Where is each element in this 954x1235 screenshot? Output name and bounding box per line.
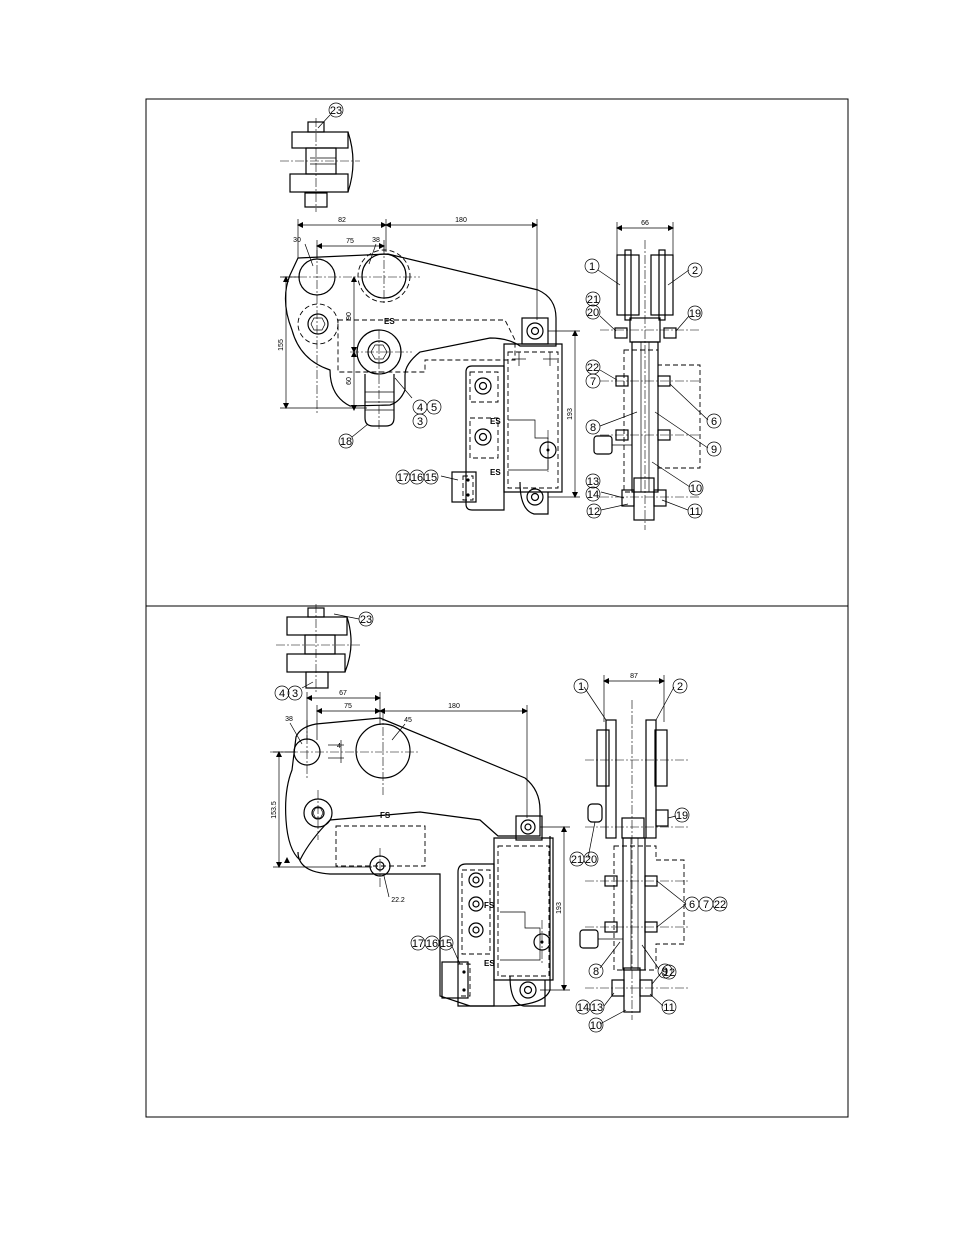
- balloon-4: 4: [279, 688, 285, 700]
- balloon-20: 20: [585, 854, 597, 866]
- dim-38: 38: [285, 716, 293, 723]
- arm-plate-side-view: [270, 712, 551, 1007]
- balloon-4: 4: [417, 402, 423, 414]
- dim-155: 155: [278, 339, 285, 351]
- fs-mark: FS: [484, 901, 495, 910]
- balloon-2: 2: [677, 681, 683, 693]
- balloon-7: 7: [590, 376, 596, 388]
- balloon-8: 8: [590, 422, 596, 434]
- dim-38: 38: [372, 237, 380, 244]
- dim-82: 82: [338, 217, 346, 224]
- balloon-11: 11: [689, 506, 700, 518]
- dim-67: 67: [339, 690, 347, 697]
- panel-2-lower-assembly: 67 75 180 38 45 87 153.5 193 22.2 4 FS F…: [270, 604, 728, 1033]
- balloon-14: 14: [577, 1002, 589, 1014]
- balloon-15: 15: [440, 938, 452, 950]
- balloon-13: 13: [587, 476, 599, 488]
- panel-1-part-balloons: 23 1 2 21 20 19 22 7 6 8 9 10 13 14 12 1…: [317, 102, 722, 519]
- balloon-5: 5: [431, 402, 437, 414]
- balloon-17: 17: [412, 938, 424, 950]
- dim-4: 4: [337, 743, 341, 750]
- balloon-6: 6: [711, 416, 717, 428]
- dim-30: 30: [293, 237, 301, 244]
- es-mark: ES: [490, 417, 501, 426]
- balloon-17: 17: [397, 472, 409, 484]
- balloon-23: 23: [360, 614, 372, 626]
- dim-87: 87: [630, 673, 638, 680]
- balloon-21: 21: [571, 854, 583, 866]
- balloon-16: 16: [411, 472, 423, 484]
- balloon-8: 8: [593, 966, 599, 978]
- balloon-6: 6: [689, 899, 695, 911]
- balloon-9: 9: [662, 966, 668, 978]
- balloon-21: 21: [587, 294, 599, 306]
- dim-193: 193: [567, 408, 574, 420]
- dim-193: 193: [556, 902, 563, 914]
- balloon-22: 22: [587, 362, 599, 374]
- balloon-10: 10: [590, 1020, 602, 1032]
- dim-75: 75: [346, 238, 354, 245]
- balloon-1: 1: [589, 261, 595, 273]
- dim-75: 75: [344, 703, 352, 710]
- balloon-13: 13: [591, 1002, 603, 1014]
- balloon-16: 16: [426, 938, 438, 950]
- balloon-3: 3: [417, 416, 423, 428]
- panel-2-part-balloons: 23 4 3 1 2 19 21 20 6 7 22 8 9 12: [274, 611, 728, 1033]
- mounting-bracket: [441, 863, 495, 1007]
- roller-detail-view: [276, 604, 360, 694]
- dim-45: 45: [404, 717, 412, 724]
- balloon-14: 14: [587, 489, 599, 501]
- balloon-12: 12: [663, 967, 675, 979]
- balloon-10: 10: [690, 483, 702, 495]
- balloon-3: 3: [292, 688, 298, 700]
- balloon-19: 19: [676, 810, 688, 822]
- dim-180: 180: [455, 217, 467, 224]
- balloon-20: 20: [587, 307, 599, 319]
- switch-body: [493, 815, 554, 1007]
- balloon-23: 23: [330, 105, 342, 117]
- dim-180: 180: [448, 703, 460, 710]
- balloon-1: 1: [578, 681, 584, 693]
- panel-1-dimensions: 82 180 75 30 38 66 155 90 60 193: [278, 217, 674, 498]
- mounting-bracket: [451, 365, 505, 511]
- es-mark: ES: [384, 317, 395, 326]
- drawing-frame: [145, 98, 849, 1118]
- front-view-assembly: [593, 240, 701, 530]
- balloon-7: 7: [703, 899, 709, 911]
- balloon-19: 19: [689, 308, 701, 320]
- switch-body: [503, 317, 563, 515]
- balloon-22: 22: [714, 899, 726, 911]
- datum-triangle-icon: [284, 857, 290, 863]
- fs-mark: FS: [380, 811, 391, 820]
- balloon-12: 12: [588, 506, 600, 518]
- dim-90: 90: [346, 312, 353, 320]
- dim-60: 60: [346, 377, 353, 385]
- panel-1-upper-assembly: 82 180 75 30 38 66 155 90 60 193 ES ES E…: [278, 102, 722, 530]
- dim-22-2: 22.2: [391, 897, 405, 904]
- dim-66: 66: [641, 220, 649, 227]
- front-view-assembly: [579, 700, 690, 1020]
- balloon-18: 18: [340, 436, 352, 448]
- panel-2-dimensions: 67 75 180 38 45 87 153.5 193 22.2 4: [271, 673, 665, 991]
- balloon-15: 15: [425, 472, 437, 484]
- dim-153-5: 153.5: [271, 801, 278, 819]
- es-mark: ES: [484, 959, 495, 968]
- es-mark: ES: [490, 468, 501, 477]
- roller-detail-view: [280, 118, 360, 212]
- balloon-9: 9: [711, 444, 717, 456]
- balloon-11: 11: [663, 1002, 674, 1014]
- balloon-2: 2: [692, 265, 698, 277]
